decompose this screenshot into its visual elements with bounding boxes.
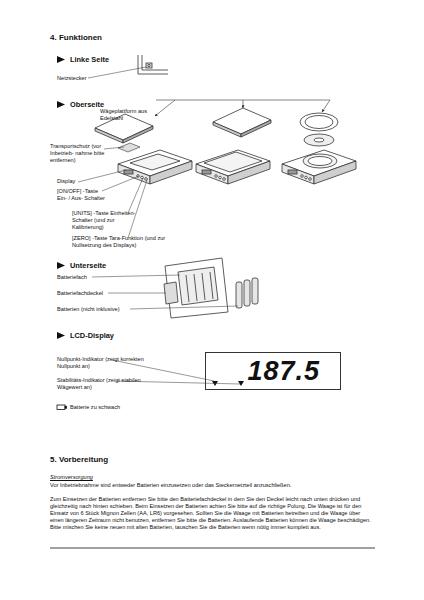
battery-symbol [57, 405, 67, 410]
weighing-platform [213, 122, 241, 137]
scale-drawing [130, 154, 180, 170]
lcd-display: 187.5 [205, 352, 341, 390]
part-label: Display [57, 178, 117, 185]
scale-drawing [305, 176, 308, 179]
scale-drawing [309, 178, 312, 181]
weighing-platform [304, 134, 334, 146]
body-text: Vor Inbetriebnahme sind entweder Batteri… [50, 482, 375, 489]
battery-compartment-drawing [202, 273, 205, 300]
heading-marker [57, 56, 65, 63]
weighing-platform [314, 138, 324, 142]
scale-drawing [223, 178, 226, 181]
leader-line [108, 293, 166, 294]
battery-compartment-drawing [210, 272, 213, 299]
scale-drawing [202, 170, 211, 174]
scale-drawing [118, 150, 192, 184]
scale-drawing [196, 150, 270, 184]
weighing-platform [300, 113, 338, 131]
subsection-heading: Unterseite [70, 261, 190, 270]
indicator-triangle [238, 381, 244, 386]
battery-compartment-drawing [164, 282, 178, 304]
battery-symbol [65, 406, 67, 408]
section-heading: 5. Vorbereitung [50, 455, 250, 465]
leader-line [130, 306, 238, 309]
button-label: [UNITS] -Taste Einheiten-Schalter (und z… [72, 210, 138, 231]
part-label: Batteriefachdeckel [57, 290, 137, 297]
symbol-label: Batterie zu schwach [70, 404, 170, 411]
scale-drawing [308, 157, 332, 166]
weighing-platform [95, 108, 338, 146]
heading-marker [57, 262, 65, 269]
part-label: Transportschutz (vor Inbetrieb- nahme bi… [50, 143, 112, 164]
battery-compartment-drawing [252, 278, 258, 304]
battery-compartment-drawing [186, 275, 189, 302]
subsection-heading: Oberseite [70, 100, 190, 109]
weighing-platform [95, 128, 123, 143]
leader-line [78, 170, 126, 182]
scale-drawing [215, 175, 218, 178]
subheading: Stromversorgung [50, 474, 250, 481]
assembly-arrow [243, 100, 244, 108]
power-socket-drawing [138, 55, 168, 74]
leader-line [92, 275, 180, 277]
indicator-label: Stabilitäts-Indikator (zeigt stabilen Wä… [57, 377, 153, 391]
leader-line [104, 147, 124, 149]
scale-drawing [124, 170, 133, 174]
part-label: Netzstecker [57, 75, 117, 82]
scale-drawing [219, 176, 222, 179]
subsection-heading: LCD-Display [70, 331, 190, 340]
weighing-platform [305, 116, 333, 129]
weighing-platform [241, 120, 271, 137]
battery-compartment-drawing [165, 258, 228, 318]
part-label: Batterien (nicht inklusive) [57, 306, 157, 313]
leader-line [102, 176, 139, 191]
assembly-arrow [155, 100, 330, 116]
part-label: Batteriefach [57, 274, 137, 281]
button-label: [ZERO] -Taste Tara-Funktion (und zur Nul… [72, 235, 184, 249]
weighing-platform [123, 126, 153, 143]
footer-rule [50, 548, 375, 549]
power-socket-drawing [142, 55, 168, 70]
battery-compartment-drawing [236, 282, 242, 308]
scale-drawing [288, 170, 297, 174]
power-socket-drawing [146, 63, 152, 68]
power-socket-drawing [148, 64, 150, 66]
scale-drawing [282, 150, 356, 184]
heading-marker [57, 332, 65, 339]
assembly-arrow [322, 100, 330, 112]
scale-drawing [301, 175, 304, 178]
scale-drawing [204, 152, 262, 172]
battery-compartment-drawing [194, 274, 197, 301]
heading-marker [57, 101, 65, 108]
battery-compartment-drawing [244, 280, 250, 306]
battery-symbol [57, 405, 65, 410]
subsection-heading: Linke Seite [70, 55, 190, 64]
leader-line [128, 178, 143, 213]
footer-rule [50, 548, 375, 549]
section-heading: 4. Funktionen [50, 33, 102, 43]
indicator-label: Nullpunkt-Indikator (zeigt korrekten Nul… [57, 356, 153, 370]
assembly-arrow [155, 100, 175, 116]
display-reading: 187.5 [247, 356, 320, 386]
body-text: Zum Einsetzen der Batterien entfernen Si… [50, 496, 375, 531]
scale-drawing [282, 164, 314, 184]
scale-drawing [145, 178, 148, 181]
leader-line [128, 180, 147, 238]
part-label: Wägeplattform aus Edelstahl [100, 108, 156, 122]
battery-compartment-drawing [164, 258, 258, 318]
battery-compartment-drawing [178, 267, 218, 305]
scale-drawing [303, 154, 337, 168]
button-label: [ON/OFF] -Taste Ein- / Aus- Schalter [57, 188, 107, 202]
leader-line [88, 67, 146, 78]
scale-drawing [118, 150, 356, 184]
weighing-platform [213, 108, 271, 134]
power-socket-drawing [138, 55, 168, 74]
